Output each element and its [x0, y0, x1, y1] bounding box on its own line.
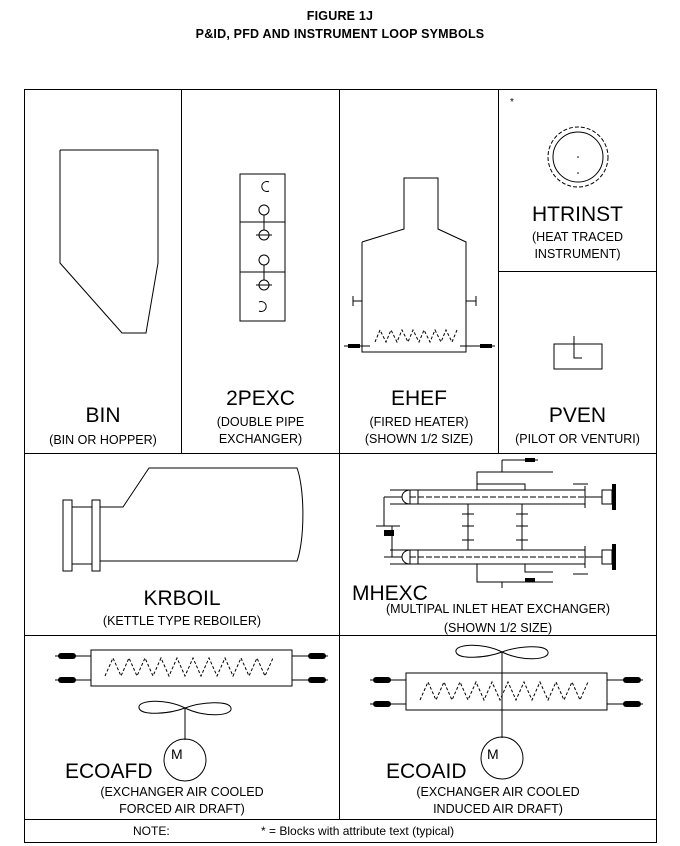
bin-hopper-symbol — [59, 149, 159, 334]
ecoaid-desc-line2: INDUCED AIR DRAFT) — [433, 802, 563, 816]
kettle-reboiler-symbol — [62, 467, 304, 572]
ehef-desc-line1: (FIRED HEATER) — [369, 415, 469, 429]
krboil-desc: (KETTLE TYPE REBOILER) — [102, 614, 262, 628]
mhexc-name: MHEXC — [352, 582, 428, 605]
cell-krboil: KRBOIL (KETTLE TYPE REBOILER) — [24, 453, 340, 636]
htrinst-desc-line2: INSTRUMENT) — [534, 247, 621, 261]
cell-bin: BIN (BIN OR HOPPER) — [24, 89, 182, 454]
air-cooled-exchanger-induced-draft-symbol — [370, 644, 643, 780]
cell-2pexc: 2PEXC (DOUBLE PIPE EXCHANGER) — [181, 89, 340, 454]
attribute-marker: * — [510, 97, 514, 108]
mhexc-desc-line2: (SHOWN 1/2 SIZE) — [443, 621, 553, 635]
ecoafd-desc-line1: (EXCHANGER AIR COOLED — [100, 785, 264, 799]
note-text: * = Blocks with attribute text (typical) — [261, 824, 455, 838]
note-label: NOTE: — [133, 824, 170, 838]
bin-desc: (BIN OR HOPPER) — [49, 433, 157, 447]
2pexc-name: 2PEXC — [226, 387, 295, 410]
htrinst-name: HTRINST — [532, 203, 623, 226]
pven-name: PVEN — [548, 404, 607, 427]
htrinst-desc-line1: (HEAT TRACED — [532, 230, 623, 244]
fired-heater-symbol — [344, 177, 495, 353]
ehef-name: EHEF — [390, 387, 447, 410]
pilot-venturi-symbol — [553, 336, 603, 370]
double-pipe-exchanger-symbol — [239, 173, 286, 322]
cell-ehef: EHEF (FIRED HEATER) (SHOWN 1/2 SIZE) — [339, 89, 499, 454]
ecoafd-name: ECOAFD — [65, 760, 153, 783]
heat-traced-instrument-symbol — [547, 126, 609, 188]
ehef-desc-line2: (SHOWN 1/2 SIZE) — [364, 432, 474, 446]
figure-subtitle: P&ID, PFD AND INSTRUMENT LOOP SYMBOLS — [195, 27, 485, 41]
note-row: NOTE: * = Blocks with attribute text (ty… — [24, 819, 657, 843]
cell-ecoaid: M ECOAID (EXCHANGER AIR COOLED INDUCED A… — [339, 635, 657, 820]
cell-mhexc: MHEXC (MULTIPAL INLET HEAT EXCHANGER) (S… — [339, 453, 657, 636]
2pexc-desc-line2: EXCHANGER) — [218, 432, 303, 446]
cell-pven: PVEN (PILOT OR VENTURI) — [498, 271, 657, 454]
krboil-name: KRBOIL — [143, 587, 221, 610]
air-cooled-exchanger-forced-draft-symbol — [55, 649, 328, 782]
ecoafd-motor-label: M — [171, 746, 183, 762]
ecoaid-name: ECOAID — [386, 760, 467, 783]
bin-name: BIN — [85, 404, 121, 427]
ecoaid-desc-line1: (EXCHANGER AIR COOLED — [416, 785, 580, 799]
2pexc-desc-line1: (DOUBLE PIPE — [216, 415, 305, 429]
figure-title: FIGURE 1J — [306, 9, 374, 23]
multi-inlet-heat-exchanger-symbol — [376, 458, 616, 588]
mhexc-desc-line1: (MULTIPAL INLET HEAT EXCHANGER) — [385, 602, 611, 616]
ecoaid-motor-label: M — [487, 746, 499, 762]
pven-desc: (PILOT OR VENTURI) — [515, 432, 640, 446]
cell-ecoafd: M ECOAFD (EXCHANGER AIR COOLED FORCED AI… — [24, 635, 340, 820]
ecoafd-desc-line2: FORCED AIR DRAFT) — [119, 802, 245, 816]
cell-htrinst: * HTRINST (HEAT TRACED INSTRUMENT) — [498, 89, 657, 272]
